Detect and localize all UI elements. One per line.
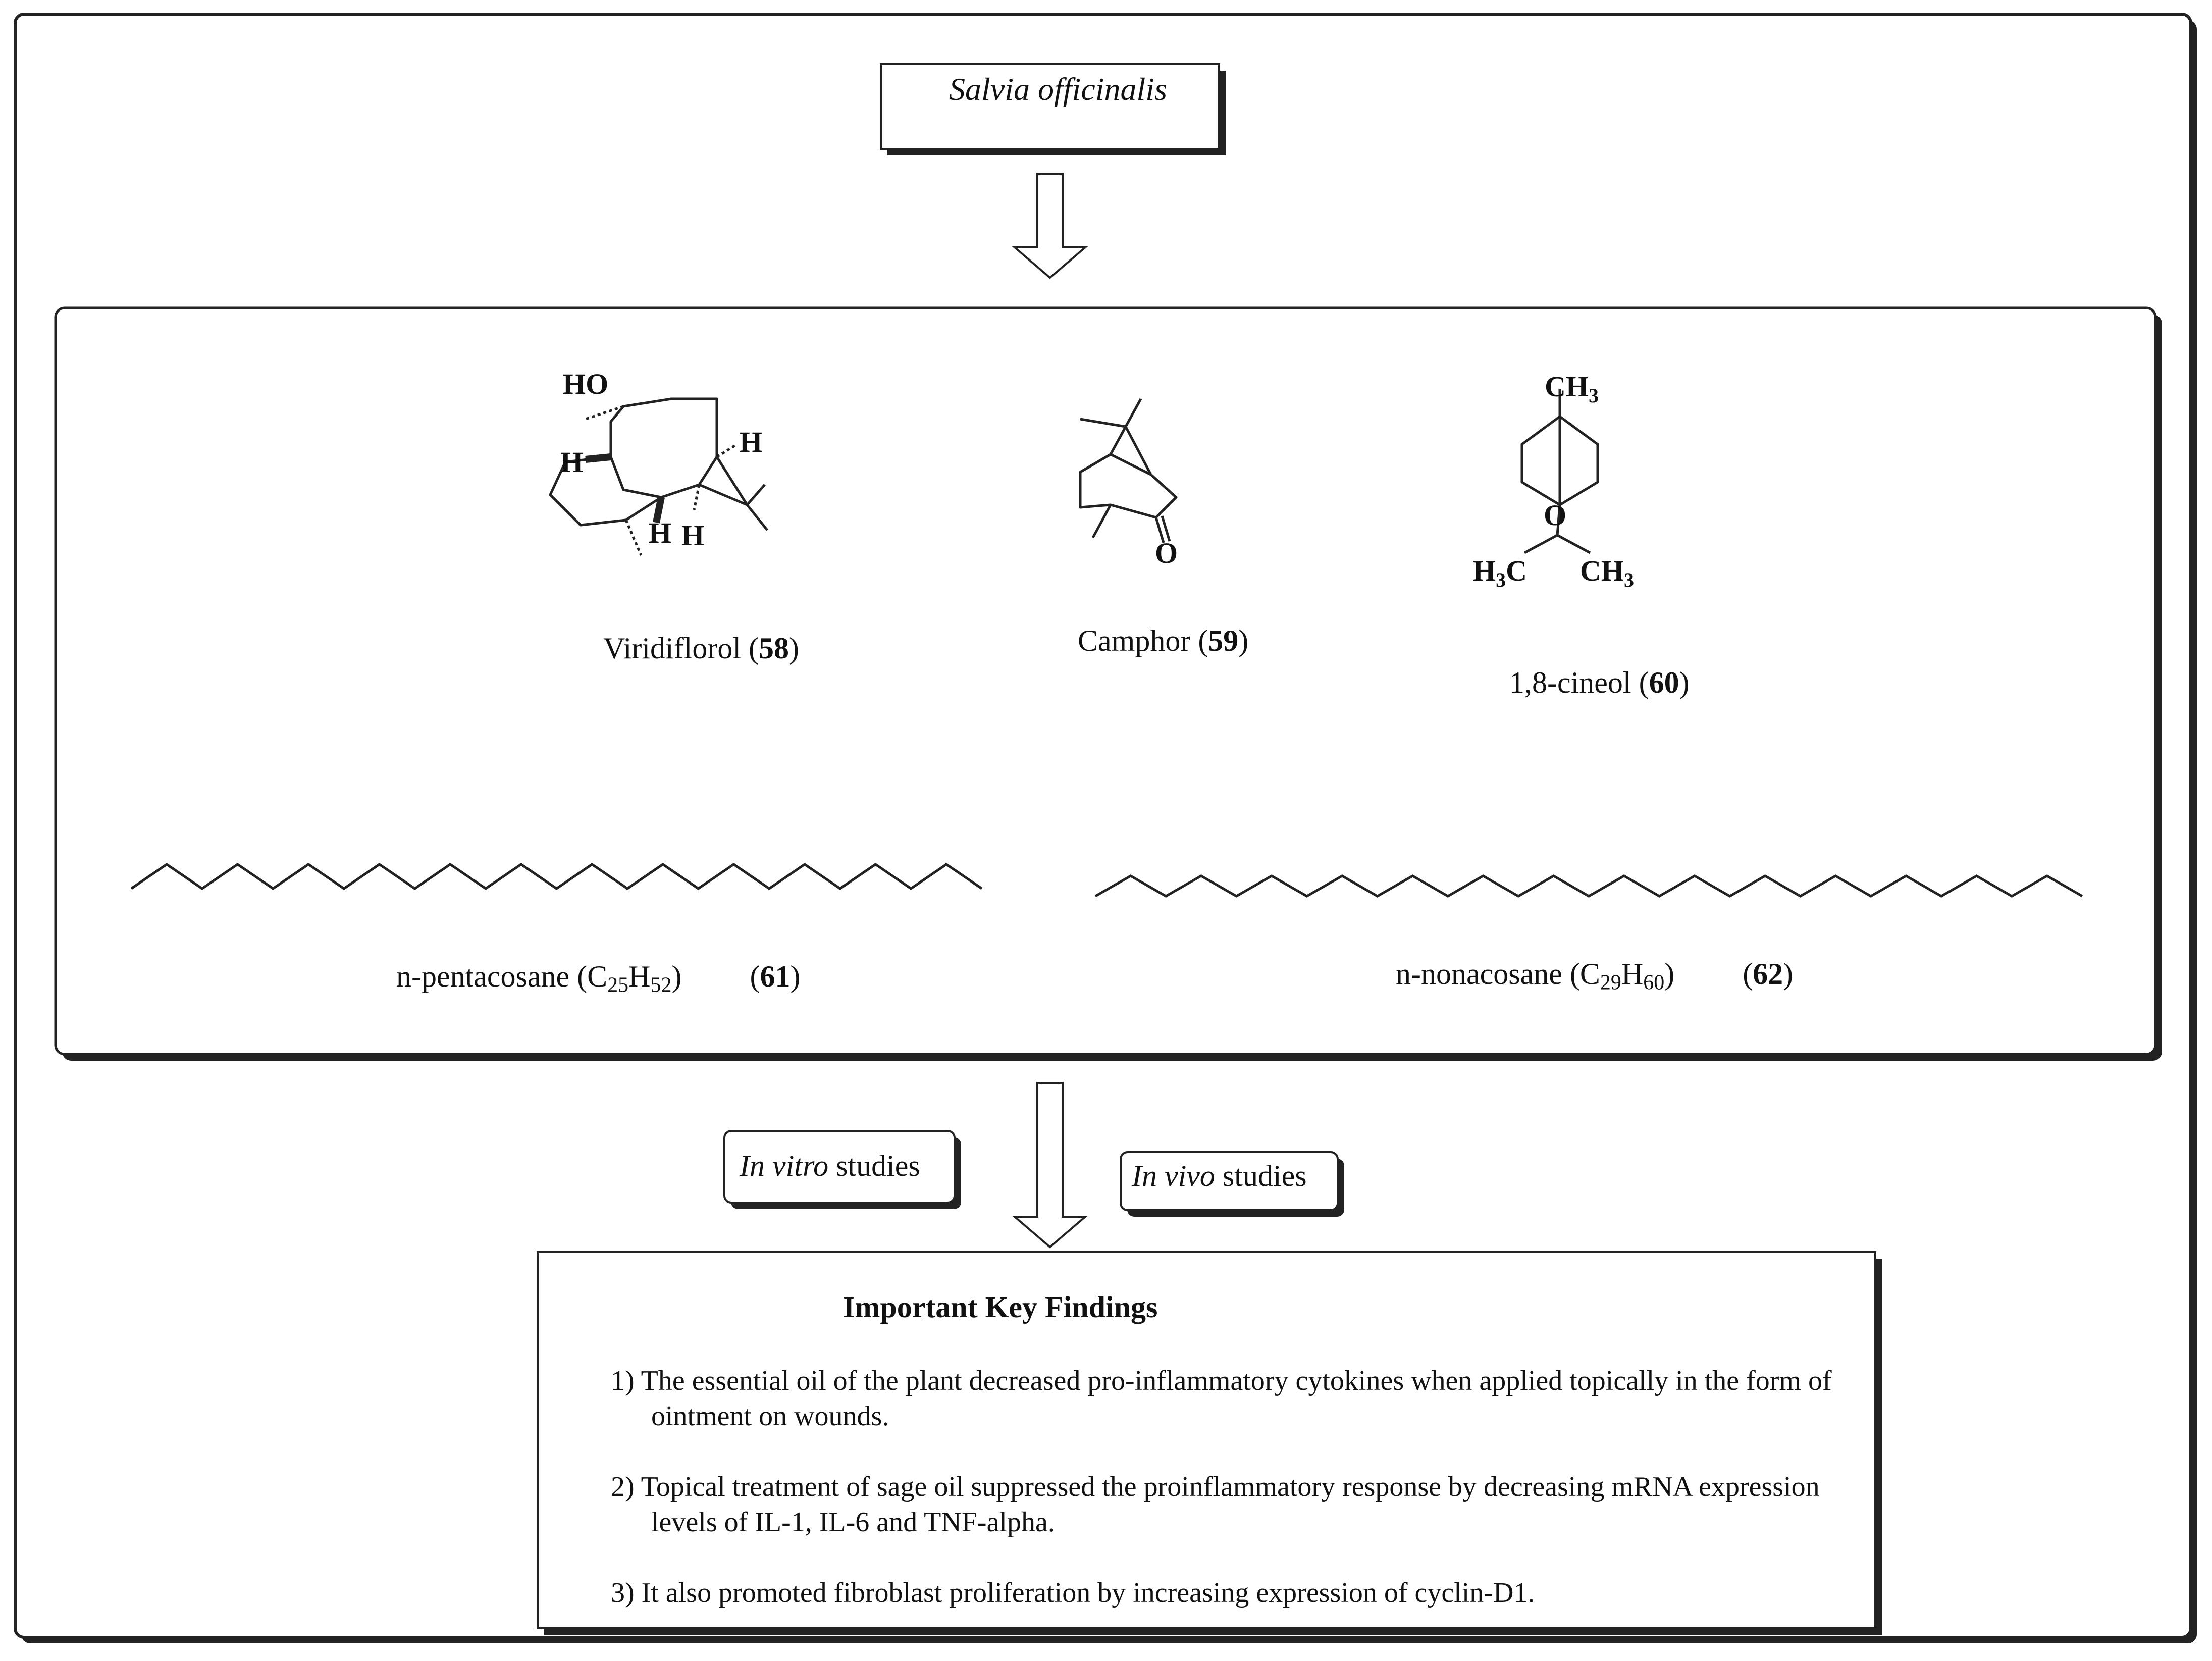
in-vitro-rest: studies	[828, 1149, 920, 1182]
down-arrow-1	[1012, 173, 1088, 279]
in-vivo-italic: In vivo	[1132, 1159, 1215, 1192]
cineol-ch3-right-label: CH3	[1580, 554, 1634, 591]
pentacosane-caption: n-pentacosane (C25H52) (61)	[396, 960, 801, 997]
viridiflorol-h3-label: H	[649, 516, 671, 549]
pentacosane-name: n-pentacosane (C	[396, 960, 608, 993]
pentacosane-c-sub: 25	[607, 973, 629, 997]
cineol-o-label: O	[1544, 499, 1566, 532]
nonacosane-caption: n-nonacosane (C29H60) (62)	[1396, 957, 1794, 995]
cineol-h3c-label: H3C	[1473, 554, 1527, 591]
viridiflorol-h1-label: H	[560, 446, 583, 479]
in-vivo-box	[1120, 1151, 1339, 1211]
camphor-number: 59	[1208, 624, 1239, 657]
in-vitro-box	[723, 1130, 956, 1204]
nonacosane-h-sub: 60	[1643, 971, 1665, 995]
source-box	[880, 63, 1220, 150]
findings-list: 1) The essential oil of the plant decrea…	[611, 1363, 1858, 1646]
pentacosane-h-sub: 52	[650, 973, 672, 997]
viridiflorol-structure	[549, 397, 768, 556]
nonacosane-chain	[1094, 874, 2083, 898]
findings-box	[537, 1251, 1876, 1629]
finding-item-3: 3) It also promoted fibroblast prolifera…	[611, 1577, 1535, 1608]
cineol-atom-labels: CH3 O H3C CH3	[1473, 370, 1634, 591]
nonacosane-h: H	[1621, 957, 1644, 991]
camphor-caption: Camphor (59)	[1078, 624, 1249, 657]
pentacosane-chain	[130, 862, 983, 891]
cineol-ch3-top-label: CH3	[1545, 370, 1599, 407]
in-vitro-label: In vitro studies	[740, 1149, 920, 1183]
source-label: Salvia officinalis	[949, 71, 1167, 107]
viridiflorol-caption: Viridiflorol (58)	[603, 632, 799, 665]
viridiflorol-atom-labels: HO H H H H	[560, 368, 762, 552]
viridiflorol-ho-label: HO	[563, 368, 608, 400]
camphor-name: Camphor	[1078, 624, 1191, 657]
camphor-structure	[1079, 398, 1178, 543]
down-arrow-2	[1012, 1082, 1088, 1249]
viridiflorol-name: Viridiflorol	[603, 632, 742, 665]
cineol-caption: 1,8-cineol (60)	[1509, 666, 1690, 699]
finding-item-2: 2) Topical treatment of sage oil suppres…	[611, 1471, 1820, 1538]
findings-title: Important Key Findings	[843, 1290, 1158, 1324]
finding-item-1: 1) The essential oil of the plant decrea…	[611, 1365, 1832, 1432]
viridiflorol-number: 58	[759, 632, 789, 665]
nonacosane-close: )	[1664, 957, 1675, 991]
nonacosane-number: 62	[1753, 957, 1783, 991]
nonacosane-c-sub: 29	[1600, 971, 1621, 995]
cineol-structure	[1520, 389, 1599, 554]
viridiflorol-h4-label: H	[681, 519, 704, 552]
pentacosane-close: )	[671, 960, 682, 993]
in-vivo-rest: studies	[1215, 1159, 1307, 1192]
pentacosane-number: 61	[760, 960, 791, 993]
in-vitro-italic: In vitro	[740, 1149, 829, 1182]
cineol-name: 1,8-cineol	[1509, 666, 1631, 699]
compounds-box	[54, 306, 2157, 1056]
viridiflorol-h2-label: H	[740, 426, 762, 458]
in-vivo-label: In vivo studies	[1132, 1159, 1307, 1193]
pentacosane-h: H	[628, 960, 651, 993]
camphor-o-label: O	[1155, 537, 1178, 569]
nonacosane-name: n-nonacosane (C	[1396, 957, 1600, 991]
cineol-number: 60	[1649, 666, 1679, 699]
